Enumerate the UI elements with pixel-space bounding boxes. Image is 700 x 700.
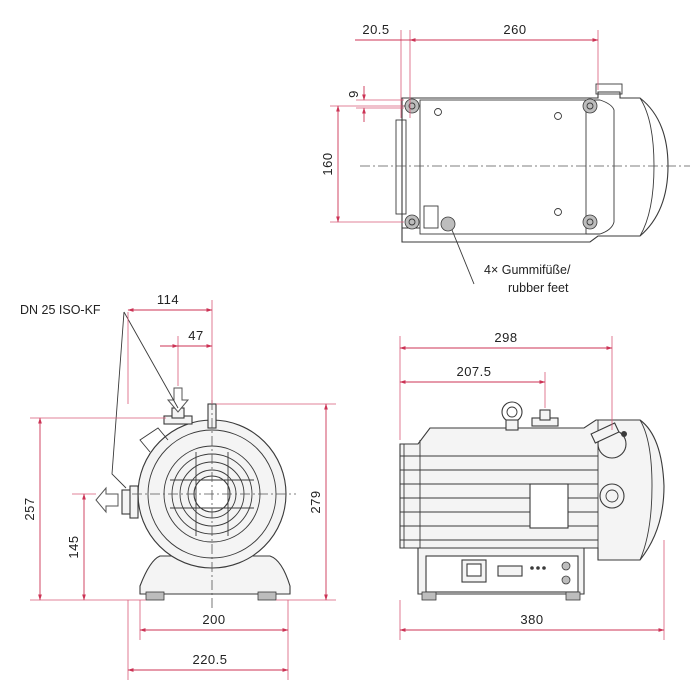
dim-base-width: 220.5: [192, 652, 227, 667]
dim-inlet-position: 207.5: [456, 364, 491, 379]
arrow-left-icon: [95, 486, 119, 514]
arrow-down-icon: [166, 387, 190, 413]
rubber-foot: [404, 214, 420, 230]
dim-foot-offset: 9: [346, 90, 361, 98]
dim-total-height: 279: [308, 490, 323, 513]
port-label: DN 25 ISO-KF: [20, 303, 101, 317]
dim-total-length: 380: [520, 612, 543, 627]
dim-foot-spacing-front: 200: [202, 612, 225, 627]
dim-top-length: 260: [503, 22, 526, 37]
dim-body-height: 257: [22, 497, 37, 520]
rubber-foot: [404, 98, 420, 114]
top-view: 20.5 260 9 160 4× Gummifüße/ rubber feet: [320, 22, 690, 295]
feet-label-line1: 4× Gummifüße/: [484, 263, 571, 277]
dim-port-offset: 114: [157, 292, 179, 307]
side-view: 298 207.5 380: [399, 330, 665, 640]
rubber-foot: [582, 214, 598, 230]
feet-label-line2: rubber feet: [508, 281, 569, 295]
front-view: DN 25 ISO-KF 114 47 257 145 279 200: [20, 292, 336, 680]
dim-inlet-offset: 47: [188, 328, 203, 343]
dim-axis-height: 145: [66, 535, 81, 558]
rubber-foot: [582, 98, 598, 114]
dim-foot-spacing-top: 160: [320, 152, 335, 175]
dim-outlet-position: 298: [494, 330, 517, 345]
dim-top-offset: 20.5: [362, 22, 389, 37]
